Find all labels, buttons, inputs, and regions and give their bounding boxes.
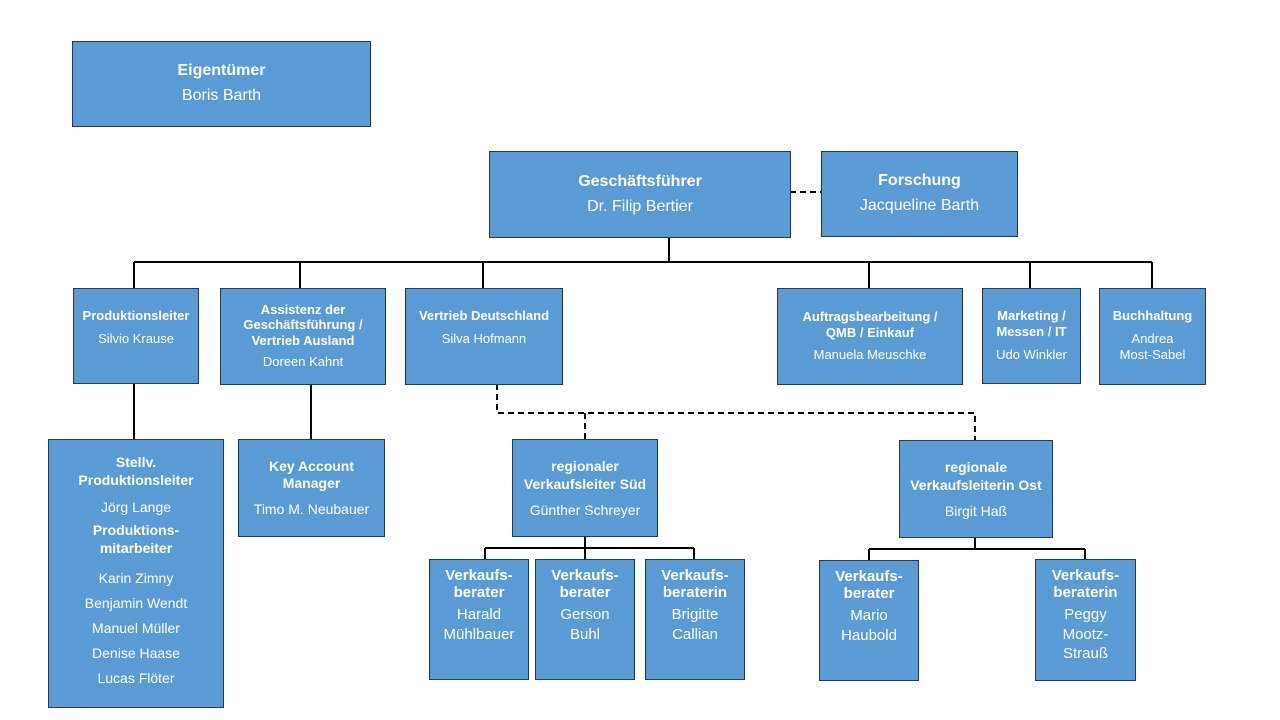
regional-east-box[interactable]: regionale Verkaufsleiterin Ost Birgit Ha… xyxy=(899,440,1053,538)
key-account-box[interactable]: Key Account Manager Timo M. Neubauer xyxy=(238,439,385,537)
advisor-box-5[interactable]: Verkaufs- beraterin Peggy Mootz- Strauß xyxy=(1035,559,1136,681)
dashed-sales-regional xyxy=(496,384,976,440)
ceo-box[interactable]: Geschäftsführer Dr. Filip Bertier xyxy=(489,151,791,238)
accounting-name: Andrea Most-Sabel xyxy=(1119,330,1186,362)
regional-south-box[interactable]: regionaler Verkaufsleiter Süd Günther Sc… xyxy=(512,439,658,537)
production-head-name: Silvio Krause xyxy=(98,330,174,346)
ceo-title: Geschäftsführer xyxy=(578,172,702,190)
production-head-title: Produktionsleiter xyxy=(82,308,190,323)
orders-title: Auftragsbearbeitung / QMB / Einkauf xyxy=(802,308,938,340)
regional-south-title: regionaler Verkaufsleiter Süd xyxy=(523,457,647,492)
advisor-box-4[interactable]: Verkaufs- berater Mario Haubold xyxy=(819,560,919,681)
marketing-box[interactable]: Marketing / Messen / IT Udo Winkler xyxy=(982,288,1081,384)
orders-box[interactable]: Auftragsbearbeitung / QMB / Einkauf Manu… xyxy=(777,288,963,385)
deputy-subtitle: Produktions- mitarbeiter xyxy=(92,522,180,556)
owner-name: Boris Barth xyxy=(181,87,262,105)
sales-de-title: Vertrieb Deutschland xyxy=(418,308,550,323)
regional-east-name: Birgit Haß xyxy=(944,503,1008,520)
advisor-4-title: Verkaufs- berater xyxy=(835,568,903,602)
deputy-name: Jörg Lange xyxy=(100,499,172,515)
ceo-name: Dr. Filip Bertier xyxy=(587,197,693,215)
advisor-2-title: Verkaufs- berater xyxy=(551,567,619,601)
sales-de-box[interactable]: Vertrieb Deutschland Silva Hofmann xyxy=(405,288,563,385)
owner-title: Eigentümer xyxy=(177,62,266,79)
assistant-box[interactable]: Assistenz der Geschäftsführung / Vertrie… xyxy=(220,288,386,385)
deputy-title: Stellv. Produktionsleiter xyxy=(78,454,194,488)
staff-member: Lucas Flöter xyxy=(97,670,175,687)
regional-south-name: Günther Schreyer xyxy=(529,502,641,519)
staff-member: Benjamin Wendt xyxy=(84,595,188,612)
marketing-title: Marketing / Messen / IT xyxy=(996,308,1067,340)
advisor-box-2[interactable]: Verkaufs- berater Gerson Buhl xyxy=(535,559,635,680)
advisor-3-title: Verkaufs- beraterin xyxy=(661,567,729,601)
research-box[interactable]: Forschung Jacqueline Barth xyxy=(821,151,1018,237)
advisor-4-name: Mario Haubold xyxy=(841,607,897,644)
production-staff-list: Karin Zimny Benjamin Wendt Manuel Müller… xyxy=(85,566,187,691)
orders-name: Manuela Meuschke xyxy=(813,347,927,363)
advisor-3-name: Brigitte Callian xyxy=(671,606,719,643)
advisor-box-1[interactable]: Verkaufs- berater Harald Mühlbauer xyxy=(429,559,529,680)
marketing-name: Udo Winkler xyxy=(996,346,1067,362)
staff-member: Karin Zimny xyxy=(98,570,174,587)
assistant-name: Doreen Kahnt xyxy=(262,354,344,370)
advisor-1-title: Verkaufs- berater xyxy=(445,567,513,601)
regional-east-title: regionale Verkaufsleiterin Ost xyxy=(910,458,1042,493)
assistant-title: Assistenz der Geschäftsführung / Vertrie… xyxy=(243,301,363,348)
accounting-box[interactable]: Buchhaltung Andrea Most-Sabel xyxy=(1099,288,1206,385)
key-account-title: Key Account Manager xyxy=(268,458,355,491)
owner-box[interactable]: Eigentümer Boris Barth xyxy=(72,41,371,127)
advisor-2-name: Gerson Buhl xyxy=(560,606,610,643)
research-title: Forschung xyxy=(878,172,961,189)
advisor-5-name: Peggy Mootz- Strauß xyxy=(1062,606,1109,662)
accounting-title: Buchhaltung xyxy=(1112,308,1193,323)
research-name: Jacqueline Barth xyxy=(859,197,980,215)
deputy-box[interactable]: Stellv. Produktionsleiter Jörg Lange Pro… xyxy=(48,439,224,708)
key-account-name: Timo M. Neubauer xyxy=(253,500,370,517)
production-head-box[interactable]: Produktionsleiter Silvio Krause xyxy=(73,288,199,384)
advisor-box-3[interactable]: Verkaufs- beraterin Brigitte Callian xyxy=(645,559,745,680)
sales-de-name: Silva Hofmann xyxy=(441,330,527,346)
staff-member: Denise Haase xyxy=(92,645,180,662)
advisor-5-title: Verkaufs- beraterin xyxy=(1051,567,1120,601)
staff-member: Manuel Müller xyxy=(92,620,180,637)
advisor-1-name: Harald Mühlbauer xyxy=(443,606,515,643)
